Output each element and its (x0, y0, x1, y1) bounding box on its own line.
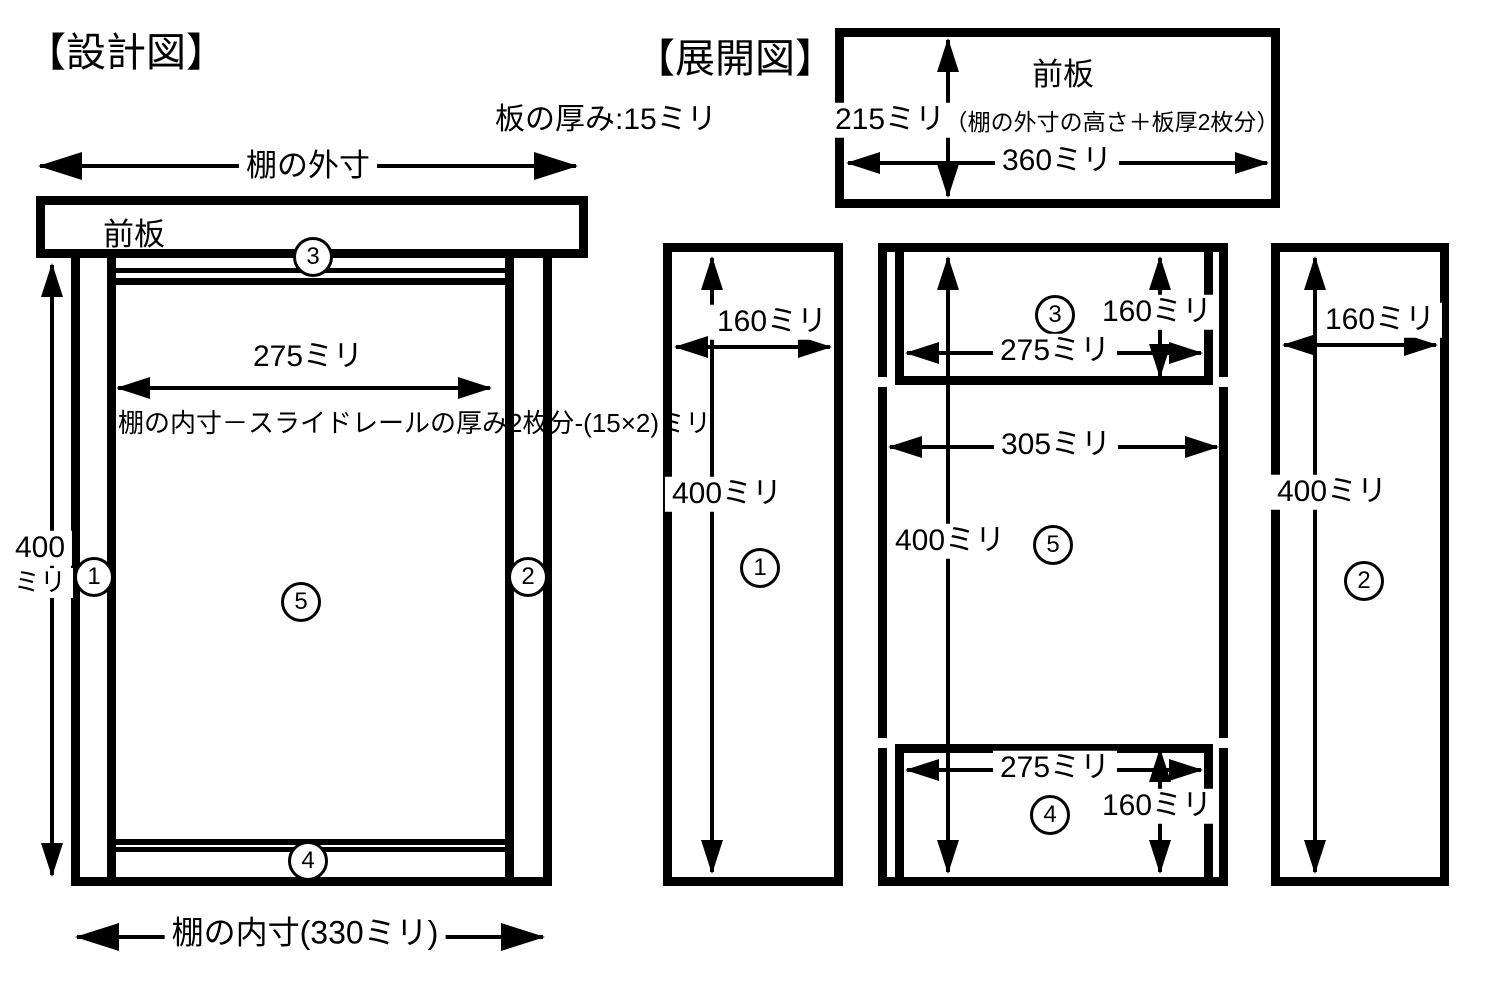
arrowhead-left-icon (905, 759, 939, 781)
arrowhead-up-icon (937, 38, 959, 72)
panel1-height-label: 400ミリ (664, 476, 790, 512)
arrowhead-up-icon (701, 256, 723, 290)
design-view-title: 【設計図】 (26, 31, 226, 75)
back-board-top-edge (110, 278, 511, 285)
part-number-1-circle: 1 (74, 557, 114, 597)
front-board-height-label: 215ミリ (827, 102, 953, 138)
border-notch (876, 738, 888, 748)
front-board-width-label: 360ミリ (994, 143, 1120, 179)
arrowhead-down-icon (41, 843, 63, 877)
back-board-height-label: 400ミリ (887, 523, 1013, 559)
outer-width-label: 棚の外寸 (239, 148, 377, 184)
bottom-rail (71, 877, 552, 886)
panel1-number-circle: 1 (740, 548, 780, 588)
part-number-4-circle: 4 (288, 841, 328, 881)
arrow-line (676, 345, 830, 349)
arrowhead-right-icon (1169, 342, 1203, 364)
exploded-view-title: 【展開図】 (635, 37, 835, 81)
arrowhead-down-icon (1149, 344, 1171, 378)
arrow-line (1284, 343, 1436, 347)
panel1-width-label: 160ミリ (709, 304, 835, 340)
arrowhead-left-icon (674, 336, 708, 358)
arrow-line (946, 258, 950, 872)
border-notch (1217, 377, 1229, 387)
arrowhead-right-icon (1169, 759, 1203, 781)
panel2-height-label: 400ミリ (1269, 474, 1395, 510)
bottom-board-width-label: 275ミリ (992, 750, 1118, 786)
arrowhead-right-icon (1404, 334, 1438, 356)
part-number-2-circle: 2 (508, 557, 548, 597)
top-board-number-circle: 3 (1035, 295, 1075, 335)
front-board-label: 前板 (103, 217, 165, 252)
arrow-line (1313, 258, 1317, 872)
arrowhead-right-icon (534, 152, 578, 180)
arrowhead-left-icon (1282, 334, 1316, 356)
arrowhead-right-icon (1185, 436, 1219, 458)
back-board-width-label: 305ミリ (993, 427, 1119, 463)
arrow-line (710, 258, 714, 872)
arrowhead-right-icon (1235, 152, 1269, 174)
drawer-width-label: 275ミリ (252, 339, 364, 373)
part-number-3-circle: 3 (293, 237, 333, 277)
arrowhead-left-icon (75, 923, 119, 951)
border-notch (1217, 738, 1229, 748)
top-board-height-label: 160ミリ (1094, 294, 1220, 330)
panel2-number-circle: 2 (1344, 561, 1384, 601)
arrowhead-left-icon (905, 342, 939, 364)
arrowhead-up-icon (41, 263, 63, 297)
front-board-piece-note: （棚の外寸の高さ＋板厚2枚分） (944, 108, 1280, 135)
arrowhead-up-icon (1304, 256, 1326, 290)
shelf-height-value: 400 (7, 530, 73, 566)
arrowhead-left-icon (846, 152, 880, 174)
drawer-width-note: 棚の内寸－スライドレールの厚み2枚分-(15×2)ミリ (118, 408, 711, 438)
arrowhead-up-icon (937, 256, 959, 290)
arrowhead-down-icon (937, 164, 959, 198)
back-board-number-circle: 5 (1033, 525, 1073, 565)
arrowhead-right-icon (501, 923, 545, 951)
arrowhead-down-icon (1304, 840, 1326, 874)
arrowhead-right-icon (458, 377, 492, 399)
bottom-board-number-circle: 4 (1030, 795, 1070, 835)
arrowhead-up-icon (1149, 256, 1171, 290)
arrowhead-right-icon (798, 336, 832, 358)
arrowhead-down-icon (701, 840, 723, 874)
top-board-width-label: 275ミリ (992, 333, 1118, 369)
border-notch (876, 377, 888, 387)
inner-width-label: 棚の内寸(330ミリ) (164, 914, 446, 952)
arrowhead-up-icon (1149, 748, 1171, 782)
arrowhead-down-icon (1149, 840, 1171, 874)
arrowhead-down-icon (937, 840, 959, 874)
bottom-board-height-label: 160ミリ (1094, 788, 1220, 824)
board-thickness-note: 板の厚み:15ミリ (495, 103, 717, 136)
arrowhead-left-icon (116, 377, 150, 399)
shelf-height-unit: ミリ (6, 567, 74, 598)
panel2-width-label: 160ミリ (1317, 302, 1443, 338)
arrowhead-left-icon (38, 152, 82, 180)
arrowhead-left-icon (888, 436, 922, 458)
front-board-piece-label: 前板 (1032, 57, 1094, 93)
arrow-line (118, 386, 490, 390)
part-number-5-circle: 5 (281, 582, 321, 622)
